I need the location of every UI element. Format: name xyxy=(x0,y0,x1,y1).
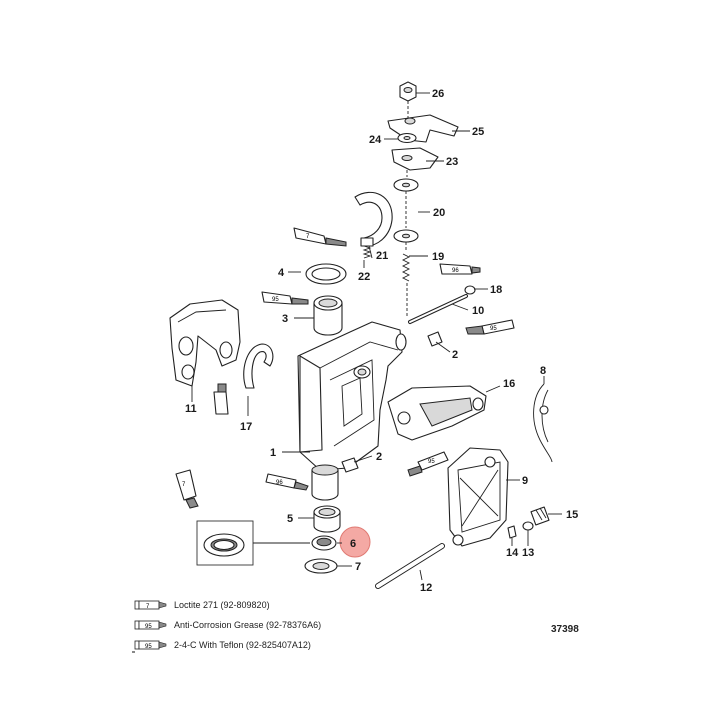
part-20-washer-lower[interactable] xyxy=(393,229,419,243)
lubricant-legend: 7 Loctite 271 (92-809820) 95 Anti-Corros… xyxy=(134,596,374,656)
highlight-marker xyxy=(339,526,371,558)
part-19-spring[interactable] xyxy=(401,253,411,282)
part-7-flanged-bushing[interactable] xyxy=(304,558,338,574)
legend-row-loctite: 7 Loctite 271 (92-809820) xyxy=(134,596,374,614)
callout-1: 1 xyxy=(270,447,276,459)
svg-text:7: 7 xyxy=(146,604,150,610)
tube-95-left: 95 xyxy=(261,291,309,305)
callout-2-upper: 2 xyxy=(452,349,458,361)
part-12-tilt-tube[interactable] xyxy=(375,543,445,589)
part-22-screw[interactable] xyxy=(360,237,374,259)
part-11-clamp-bracket[interactable] xyxy=(169,299,241,387)
callout-25: 25 xyxy=(472,126,484,138)
tube-icon: 95 xyxy=(134,640,167,650)
callout-7: 7 xyxy=(355,561,361,573)
part-2-fitting-upper[interactable] xyxy=(427,331,443,347)
legend-label: Loctite 271 (92-809820) xyxy=(174,600,270,610)
part-13-washer[interactable] xyxy=(522,521,534,531)
callout-3: 3 xyxy=(282,313,288,325)
callout-5: 5 xyxy=(287,513,293,525)
part-2-fitting-lower[interactable] xyxy=(341,457,359,473)
part-8-spring-clip[interactable] xyxy=(533,383,553,463)
tube-95-clip xyxy=(213,383,229,415)
tube-7-left: 7 xyxy=(175,469,199,509)
svg-text:7: 7 xyxy=(182,482,186,488)
callout-13: 13 xyxy=(522,547,534,559)
seal-detail-inset xyxy=(196,520,310,566)
callout-19: 19 xyxy=(432,251,444,263)
leader-lines xyxy=(191,92,562,581)
part-26-nut[interactable] xyxy=(399,81,417,102)
figure-number: 37398 xyxy=(551,624,579,635)
legend-row-teflon: 95 2-4-C With Teflon (92-825407A12) xyxy=(134,636,374,654)
tube-icon: 95 xyxy=(134,620,167,630)
svg-text:95: 95 xyxy=(145,644,152,650)
tube-icon: 7 xyxy=(134,600,167,610)
callout-11: 11 xyxy=(185,403,197,415)
tube-7-top: 7 xyxy=(293,227,347,247)
legend-label: 2-4-C With Teflon (92-825407A12) xyxy=(174,640,311,650)
svg-text:96: 96 xyxy=(452,268,459,274)
part-10-pin[interactable] xyxy=(408,294,468,324)
tube-96-mid: 96 xyxy=(265,473,309,491)
callout-8: 8 xyxy=(540,365,546,377)
part-1-swivel-housing[interactable] xyxy=(297,321,407,501)
part-23-plate[interactable] xyxy=(391,147,439,171)
legend-label: Anti-Corrosion Grease (92-78376A6) xyxy=(174,620,322,630)
callout-20: 20 xyxy=(433,207,445,219)
part-6-seal[interactable] xyxy=(311,535,337,551)
callout-10: 10 xyxy=(472,305,484,317)
legend-row-anticorrosion: 95 Anti-Corrosion Grease (92-78376A6) xyxy=(134,616,374,634)
part-24-washer[interactable] xyxy=(397,132,417,144)
svg-text:7: 7 xyxy=(306,234,310,240)
part-18-washer[interactable] xyxy=(464,285,476,295)
callout-12: 12 xyxy=(420,582,432,594)
callout-2-lower: 2 xyxy=(376,451,382,463)
callout-4: 4 xyxy=(278,267,285,279)
callout-9: 9 xyxy=(522,475,528,487)
tube-96-right: 96 xyxy=(439,263,481,275)
callout-23: 23 xyxy=(446,156,458,168)
tube-95-right: 95 xyxy=(465,319,515,335)
callout-16: 16 xyxy=(503,378,515,390)
svg-text:95: 95 xyxy=(490,326,497,332)
part-16-tilt-lock-lever[interactable] xyxy=(387,385,487,441)
svg-text:96: 96 xyxy=(276,480,283,486)
part-17-clip[interactable] xyxy=(243,343,274,389)
callout-24: 24 xyxy=(369,134,382,146)
part-14-pin[interactable] xyxy=(507,525,517,539)
callout-15: 15 xyxy=(566,509,578,521)
callout-17: 17 xyxy=(240,421,252,433)
callout-21: 21 xyxy=(376,250,388,262)
callout-22: 22 xyxy=(358,271,370,283)
part-15-grease-fitting[interactable] xyxy=(530,506,550,526)
callout-26: 26 xyxy=(432,88,444,100)
callout-18: 18 xyxy=(490,284,502,296)
svg-text:95: 95 xyxy=(145,624,152,630)
page-mark xyxy=(132,651,135,653)
tube-95-center: 95 xyxy=(407,451,449,477)
callout-6: 6 xyxy=(350,538,356,550)
callout-14: 14 xyxy=(506,547,519,559)
svg-text:95: 95 xyxy=(428,459,435,465)
part-4-retaining-ring[interactable] xyxy=(305,263,347,285)
part-20-washer-upper[interactable] xyxy=(393,178,419,192)
part-3-bushing[interactable] xyxy=(313,295,343,336)
part-9-clamp-bracket-right[interactable] xyxy=(447,447,509,547)
svg-text:95: 95 xyxy=(272,297,279,303)
part-5-lower-bushing[interactable] xyxy=(313,505,341,533)
callouts: 26 25 24 23 22 21 20 19 18 17 16 15 14 1… xyxy=(185,88,578,594)
